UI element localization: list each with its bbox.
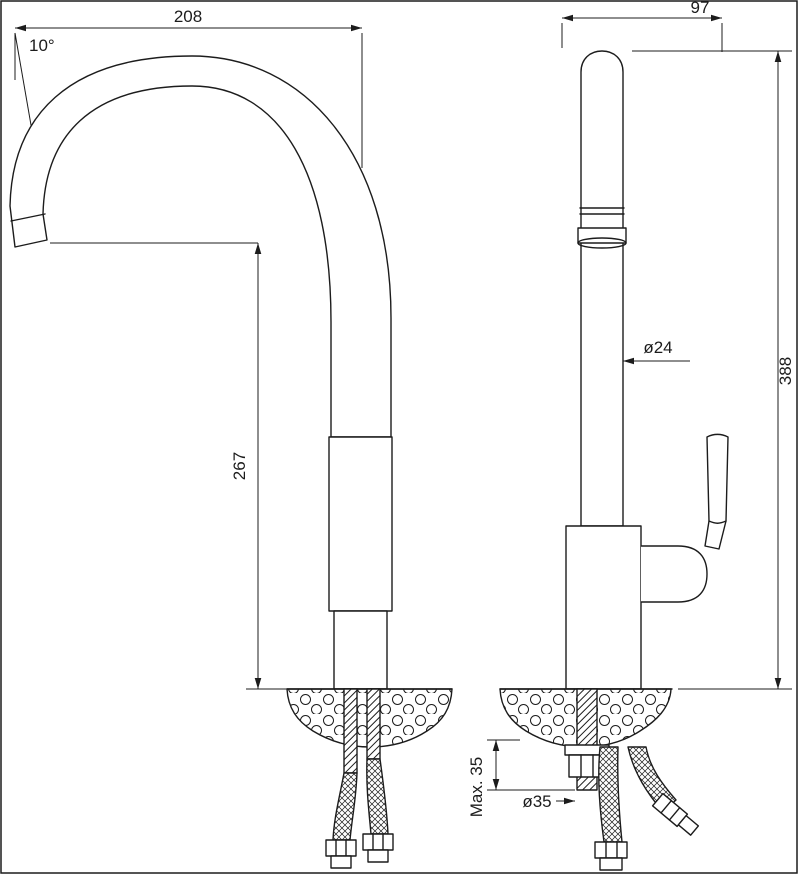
dim-max-deck-label: Max. 35 (467, 757, 486, 817)
dim-spout-height-label: 267 (230, 452, 249, 480)
nut-facet-line (660, 799, 673, 814)
nut-collar (330, 855, 352, 869)
dim-spout-angle-label: 10° (29, 36, 55, 55)
supply-hose (366, 758, 389, 835)
hose-nut (651, 792, 700, 836)
hose-nut (325, 839, 357, 869)
threaded-rod (366, 688, 381, 760)
side-view (9, 55, 453, 869)
dim-hole-diameter-label: ø35 (522, 792, 551, 811)
hose-nut (362, 833, 394, 863)
side-view-dimensions: 208 10° 267 (14, 7, 363, 690)
riser-column (333, 610, 388, 690)
spout-tube (580, 50, 624, 527)
dim-tube-diameter-label: ø24 (643, 338, 672, 357)
supply-hose (332, 772, 358, 841)
spout (9, 55, 392, 438)
supply-hose (598, 746, 623, 843)
dim-spout-reach-label: 208 (174, 7, 202, 26)
nut-body (325, 839, 357, 857)
spout-tip-joint-line (10, 213, 46, 222)
dim-overall-height-label: 388 (776, 357, 795, 385)
nut-collar (677, 814, 700, 836)
handle-lever (706, 433, 729, 524)
body (565, 525, 642, 690)
nut-collar (367, 849, 389, 863)
ring-opening (577, 237, 627, 249)
valve-body (328, 436, 393, 612)
cartridge-cap (641, 545, 708, 603)
aerator-ring (577, 207, 627, 249)
nut-collar (599, 857, 623, 871)
mounting-nut (568, 754, 606, 778)
ring-band (577, 227, 627, 244)
threaded-rod (343, 688, 358, 774)
front-view (499, 50, 729, 871)
nut-facet-line (668, 807, 681, 821)
hose-nut (594, 841, 628, 871)
dim-body-depth-label: 97 (691, 0, 710, 17)
handle-stem (704, 520, 727, 550)
nut-body (594, 841, 628, 859)
nut-body (362, 833, 394, 851)
front-view-dimensions: 97 ø24 388 Max. 35 ø35 (467, 0, 795, 817)
